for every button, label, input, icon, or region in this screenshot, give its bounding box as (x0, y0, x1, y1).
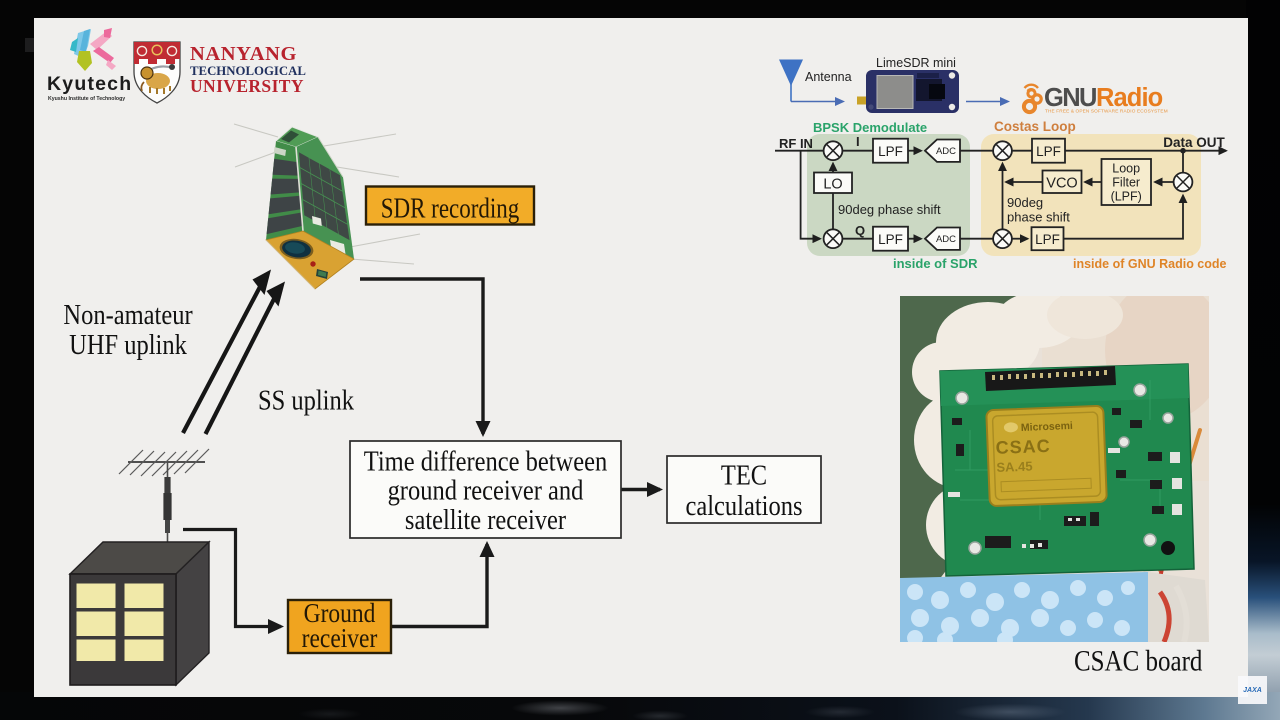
svg-text:CSAC: CSAC (995, 436, 1051, 458)
svg-text:Loop: Loop (1112, 162, 1140, 176)
svg-text:ADC: ADC (936, 234, 956, 245)
svg-text:UHF uplink: UHF uplink (69, 328, 187, 360)
svg-text:90deg: 90deg (1007, 195, 1043, 210)
svg-text:Non-amateur: Non-amateur (63, 298, 192, 330)
svg-text:90deg phase shift: 90deg phase shift (838, 202, 941, 217)
svg-text:Costas Loop: Costas Loop (994, 119, 1076, 134)
svg-text:phase shift: phase shift (1007, 210, 1070, 225)
svg-text:TEC: TEC (721, 459, 767, 491)
svg-text:calculations: calculations (686, 489, 803, 521)
svg-text:Ground: Ground (304, 597, 376, 628)
svg-text:Antenna: Antenna (805, 70, 852, 84)
svg-text:Radio: Radio (1096, 84, 1163, 112)
svg-text:SA.45: SA.45 (996, 459, 1033, 475)
svg-text:satellite receiver: satellite receiver (405, 503, 566, 535)
svg-text:CSAC board: CSAC board (1074, 645, 1203, 677)
svg-text:LPF: LPF (878, 232, 903, 247)
svg-text:Kyutech: Kyutech (47, 73, 132, 95)
svg-text:SS uplink: SS uplink (258, 384, 355, 416)
svg-text:I: I (856, 134, 860, 149)
svg-text:NANYANG: NANYANG (190, 43, 297, 65)
svg-text:VCO: VCO (1046, 176, 1077, 192)
svg-text:SDR recording: SDR recording (381, 192, 520, 224)
svg-text:Time difference between: Time difference between (364, 445, 607, 477)
svg-text:UNIVERSITY: UNIVERSITY (190, 76, 304, 96)
svg-text:LPF: LPF (1036, 144, 1061, 159)
svg-text:GNU: GNU (1044, 84, 1096, 112)
svg-text:LPF: LPF (878, 144, 903, 159)
svg-text:inside of GNU Radio code: inside of GNU Radio code (1073, 257, 1227, 271)
svg-text:Data OUT: Data OUT (1163, 135, 1225, 150)
svg-text:receiver: receiver (302, 622, 378, 653)
svg-text:LO: LO (823, 177, 842, 193)
svg-text:THE FREE & OPEN SOFTWARE RADIO: THE FREE & OPEN SOFTWARE RADIO ECOSYSTEM (1045, 109, 1168, 114)
svg-text:Kyushu Institute of Technology: Kyushu Institute of Technology (48, 96, 125, 102)
svg-text:inside of SDR: inside of SDR (893, 256, 978, 271)
svg-text:ground receiver and: ground receiver and (388, 474, 584, 506)
svg-text:ADC: ADC (936, 146, 956, 157)
svg-text:LPF: LPF (1035, 232, 1060, 247)
svg-text:Filter: Filter (1112, 176, 1140, 190)
svg-text:RF IN: RF IN (779, 136, 813, 151)
svg-text:BPSK Demodulate: BPSK Demodulate (813, 120, 927, 135)
svg-text:Q: Q (855, 223, 865, 238)
svg-text:Microsemi: Microsemi (1021, 420, 1073, 434)
svg-text:(LPF): (LPF) (1111, 190, 1142, 204)
svg-text:LimeSDR mini: LimeSDR mini (876, 56, 956, 70)
svg-text:TECHNOLOGICAL: TECHNOLOGICAL (190, 64, 306, 78)
